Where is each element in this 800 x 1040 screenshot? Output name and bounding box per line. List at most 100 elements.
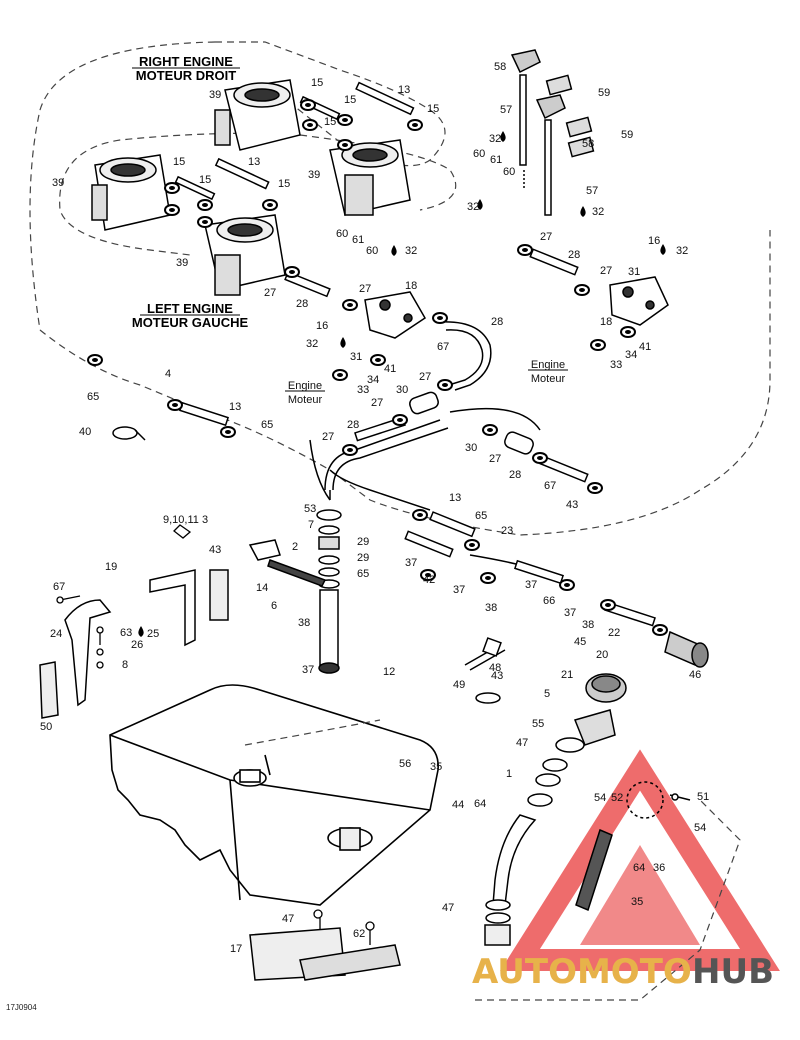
callout-15: 15 <box>324 116 336 128</box>
filler-neck <box>464 637 627 946</box>
callout-44: 44 <box>452 799 464 811</box>
carburetor-left-rear <box>204 214 286 296</box>
callout-54: 54 <box>594 792 606 804</box>
callout-27: 27 <box>489 453 501 465</box>
callout-56: 56 <box>399 758 411 770</box>
callout-67: 67 <box>53 581 65 593</box>
callout-33: 33 <box>610 359 622 371</box>
engine-label-a-fr: Moteur <box>288 394 323 406</box>
callout-33: 33 <box>357 384 369 396</box>
callout-13: 13 <box>229 401 241 413</box>
callout-14: 14 <box>256 582 268 594</box>
callout-25: 25 <box>147 628 159 640</box>
callout-27: 27 <box>359 283 371 295</box>
callout-29: 29 <box>357 552 369 564</box>
callout-58: 58 <box>582 138 594 150</box>
callout-37: 37 <box>525 579 537 591</box>
callout-43: 43 <box>209 544 221 556</box>
watermark-text: AUTOMOTO HUB <box>472 952 774 992</box>
callout-55: 55 <box>532 718 544 730</box>
callout-63: 63 <box>120 627 132 639</box>
callout-35: 35 <box>631 896 643 908</box>
callout-54: 54 <box>694 822 706 834</box>
callout-22: 22 <box>608 627 620 639</box>
callout-64: 64 <box>474 798 486 810</box>
callout-48: 48 <box>489 662 501 674</box>
callout-20: 20 <box>596 649 608 661</box>
fuel-fitting <box>664 630 709 668</box>
callout-8: 8 <box>122 659 128 671</box>
fuel-tank <box>109 684 439 906</box>
callout-24: 24 <box>50 628 62 640</box>
callout-64: 64 <box>633 862 645 874</box>
callout-43: 43 <box>566 499 578 511</box>
callout-19: 19 <box>105 561 117 573</box>
callout-13: 13 <box>449 492 461 504</box>
fuel-level-sensor <box>248 539 327 587</box>
carburetor-left-front <box>91 154 171 231</box>
callout-9-10-11: 9,10,11 <box>163 514 199 526</box>
right-engine-outline <box>29 41 446 331</box>
carburetor-right-front <box>214 79 301 151</box>
callout-47: 47 <box>442 902 454 914</box>
callout-32: 32 <box>592 206 604 218</box>
callout-37: 37 <box>453 584 465 596</box>
callout-59: 59 <box>621 129 633 141</box>
fuel-pickup-tube <box>316 509 342 674</box>
callout-21: 21 <box>561 669 573 681</box>
callout-67: 67 <box>544 480 556 492</box>
callout-7: 7 <box>308 519 314 531</box>
callout-15: 15 <box>173 156 185 168</box>
callout-30: 30 <box>465 442 477 454</box>
callout-32: 32 <box>467 201 479 213</box>
callout-47: 47 <box>282 913 294 925</box>
callout-61: 61 <box>352 234 364 246</box>
callout-39: 39 <box>308 169 320 181</box>
callout-17: 17 <box>230 943 242 955</box>
callout-37: 37 <box>405 557 417 569</box>
callout-30: 30 <box>396 384 408 396</box>
callout-6: 6 <box>271 600 277 612</box>
engine-label-a-en: Engine <box>288 380 322 392</box>
callout-13: 13 <box>248 156 260 168</box>
cable-clamp <box>112 426 146 441</box>
callout-59: 59 <box>598 87 610 99</box>
left-engine-title-fr: MOTEUR GAUCHE <box>132 315 249 330</box>
callout-15: 15 <box>344 94 356 106</box>
callout-57: 57 <box>586 185 598 197</box>
carb-hoses <box>174 81 415 201</box>
fuel-lines <box>309 321 541 566</box>
vent-valves <box>510 49 595 216</box>
callout-28: 28 <box>509 469 521 481</box>
callout-50: 50 <box>40 721 52 733</box>
lower-dashed-outline <box>244 719 741 1001</box>
callout-62: 62 <box>353 928 365 940</box>
tank-straps <box>249 927 401 981</box>
callout-34: 34 <box>367 374 379 386</box>
callout-37: 37 <box>564 607 576 619</box>
callout-27: 27 <box>371 397 383 409</box>
fuel-pressure-regulator-left <box>364 291 427 339</box>
callout-39: 39 <box>52 177 64 189</box>
carburetor-right-rear <box>329 139 411 216</box>
callout-27: 27 <box>600 265 612 277</box>
callout-65: 65 <box>87 391 99 403</box>
engine-label-b-fr: Moteur <box>531 373 566 385</box>
callout-60: 60 <box>473 148 485 160</box>
callout-52: 52 <box>611 792 623 804</box>
callout-60: 60 <box>366 245 378 257</box>
callout-16: 16 <box>648 235 660 247</box>
callout-27: 27 <box>419 371 431 383</box>
callout-67: 67 <box>437 341 449 353</box>
fuel-pressure-regulator-right <box>609 276 669 326</box>
callout-13: 13 <box>398 84 410 96</box>
callout-43: 43 <box>491 670 503 682</box>
callout-42: 42 <box>423 574 435 586</box>
callout-60: 60 <box>503 166 515 178</box>
callout-26: 26 <box>131 639 143 651</box>
drawing-reference-code: 17J0904 <box>6 1003 37 1012</box>
callout-16: 16 <box>316 320 328 332</box>
callout-51: 51 <box>697 791 709 803</box>
